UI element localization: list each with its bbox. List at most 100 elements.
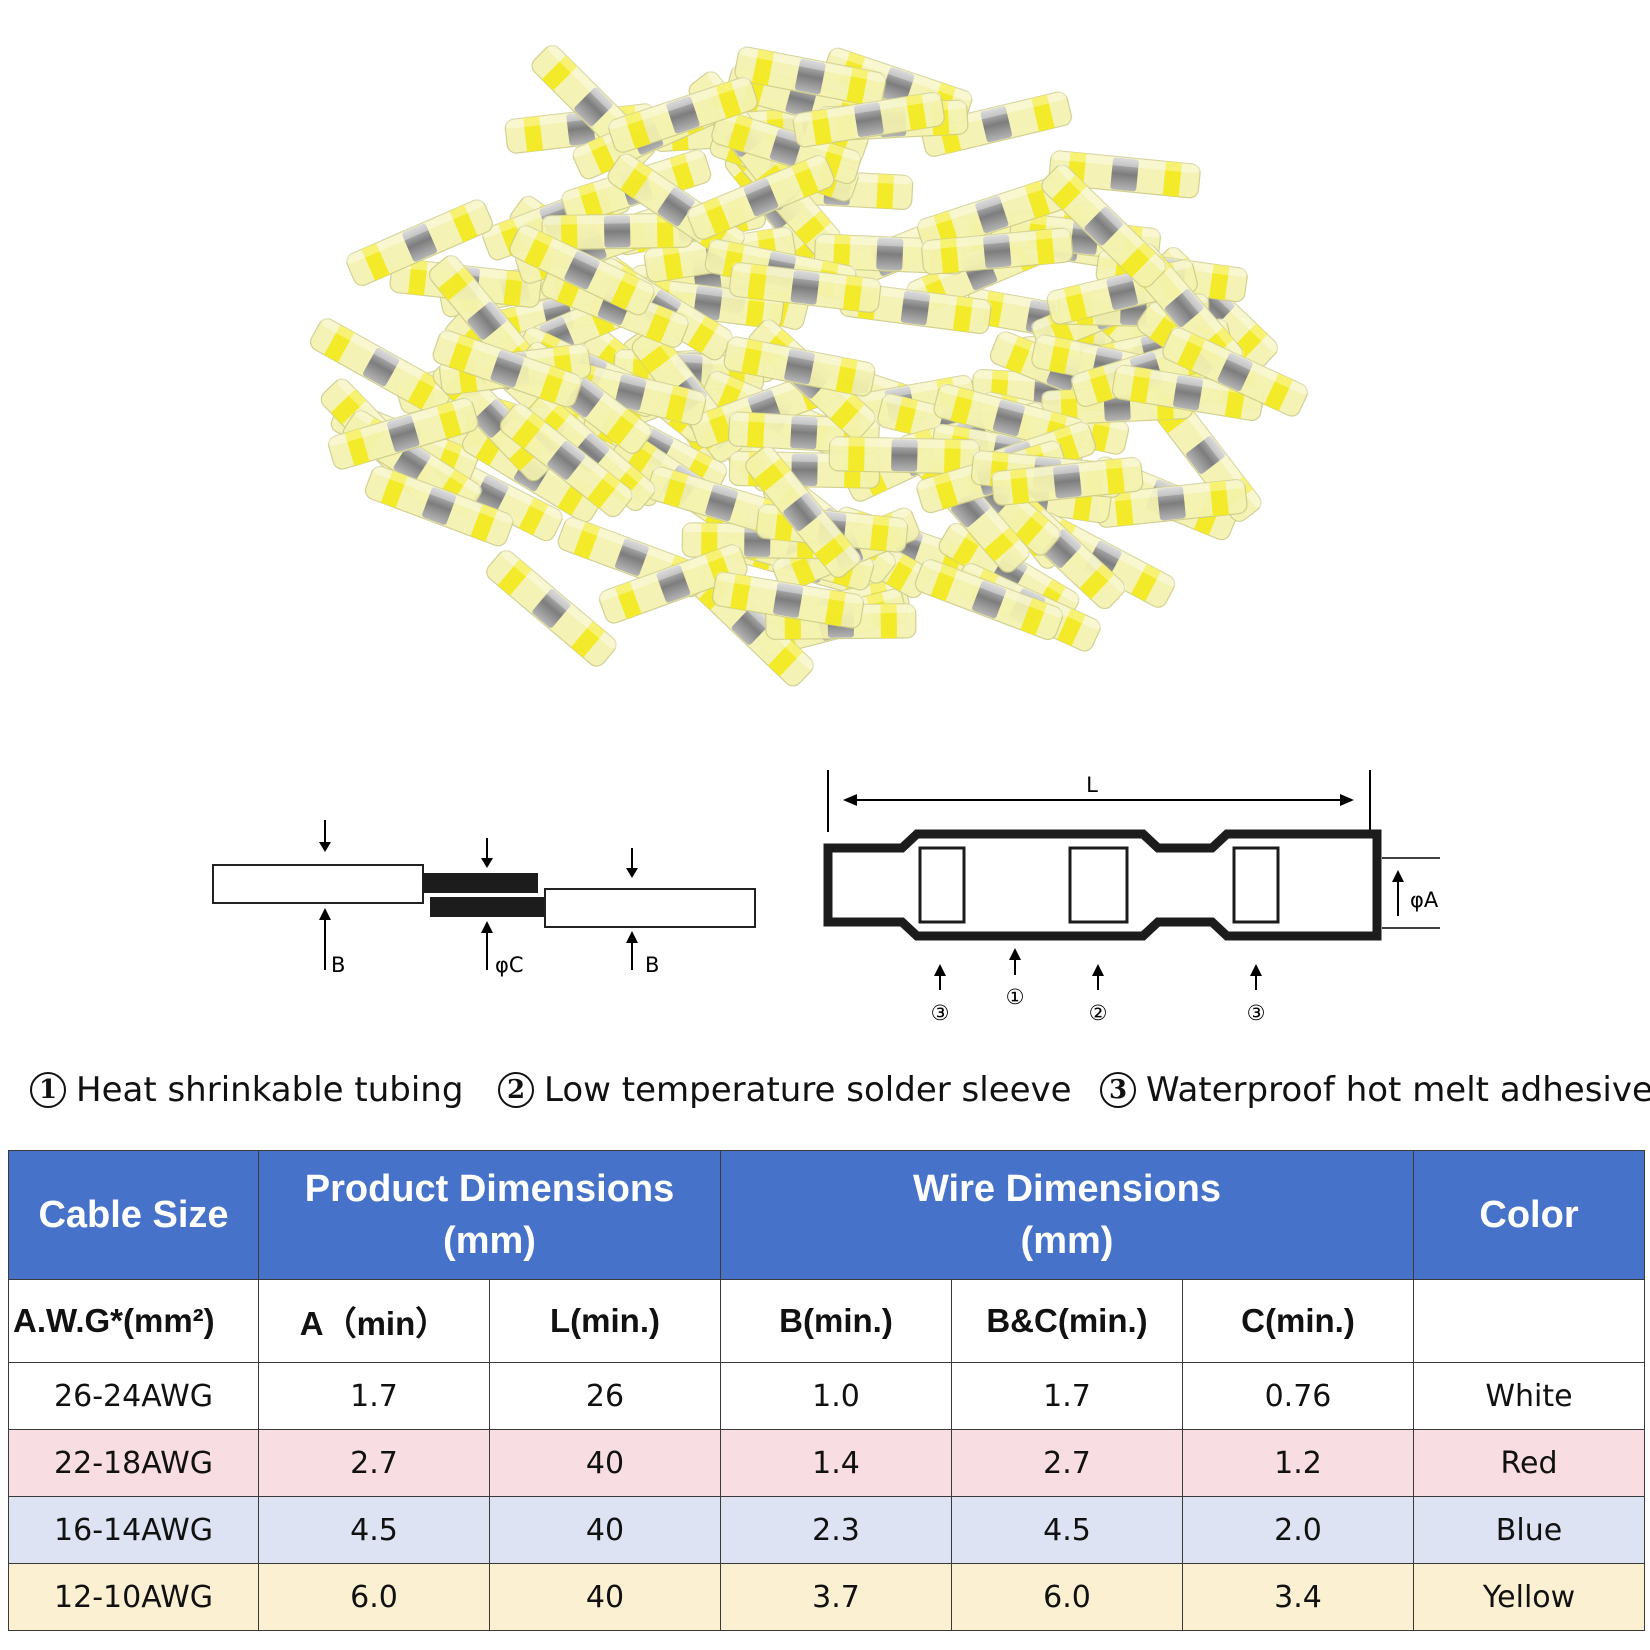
cell-c: 2.0 [1182,1496,1414,1564]
subheader-a: A（min） [258,1279,490,1363]
connector [486,549,618,667]
subheader-awg: A.W.G*(mm²) [8,1279,259,1363]
dimension-diagrams: B φC B L φA ③ ① ② [212,770,1440,1025]
cell-l: 40 [489,1496,721,1564]
product-photo [309,43,1309,687]
connector [998,487,1127,610]
label-part3-left: ③ [931,1001,950,1025]
header-wire-dimensions-title: Wire Dimensions [913,1168,1221,1210]
label-b-left: B [331,953,345,977]
legend-item-adhesive: 3 Waterproof hot melt adhesive [1100,1070,1650,1110]
wire-splice-diagram: B φC B [212,820,756,977]
cell-b: 1.0 [720,1362,952,1430]
legend-number-3: 3 [1100,1072,1136,1108]
header-color: Color [1413,1150,1645,1280]
cell-cable-size: 22-18AWG [8,1429,259,1497]
table-row: 12-10AWG 6.0 40 3.7 6.0 3.4 Yellow [8,1563,1645,1631]
connector [345,198,493,286]
label-part3-right: ③ [1247,1001,1266,1025]
connector [712,571,865,629]
connector [432,329,583,408]
header-product-dimensions-unit: (mm) [443,1220,536,1262]
table-row: 26-24AWG 1.7 26 1.0 1.7 0.76 White [8,1362,1645,1430]
cell-color: Yellow [1413,1563,1645,1631]
cell-bc: 1.7 [951,1362,1183,1430]
table-header-row: Cable Size Product Dimensions (mm) Wire … [8,1150,1645,1280]
cell-bc: 2.7 [951,1429,1183,1497]
subheader-c: C(min.) [1182,1279,1414,1363]
table-subheader-row: A.W.G*(mm²) A（min） L(min.) B(min.) B&C(m… [8,1279,1645,1363]
label-part2: ② [1089,1001,1108,1025]
label-part1: ① [1006,985,1025,1009]
connector [914,558,1064,641]
legend-text-3: Waterproof hot melt adhesive [1146,1070,1650,1110]
header-wire-dimensions-unit: (mm) [1020,1220,1114,1262]
connector [828,436,981,475]
cell-l: 40 [489,1563,721,1631]
subheader-b: B(min.) [720,1279,952,1363]
cell-b: 3.7 [720,1563,952,1631]
legend-text-1: Heat shrinkable tubing [76,1070,464,1110]
cell-cable-size: 16-14AWG [8,1496,259,1564]
cell-b: 1.4 [720,1429,952,1497]
cell-color: Blue [1413,1496,1645,1564]
connector [1111,364,1265,422]
cell-color: Red [1413,1429,1645,1497]
connector [1162,326,1309,417]
cell-a: 4.5 [258,1496,490,1564]
cell-b: 2.3 [720,1496,952,1564]
label-diameter: φA [1410,888,1439,912]
connector [921,227,1074,275]
connector [792,91,945,148]
connector [745,445,862,578]
table-row: 16-14AWG 4.5 40 2.3 4.5 2.0 Blue [8,1496,1645,1564]
legend-text-2: Low temperature solder sleeve [544,1070,1072,1110]
label-c: φC [495,953,524,977]
cell-c: 0.76 [1182,1362,1414,1430]
subheader-l: L(min.) [489,1279,721,1363]
connector [1041,163,1168,288]
subheader-bc: B&C(min.) [951,1279,1183,1363]
connector [598,543,748,624]
header-wire-dimensions: Wire Dimensions (mm) [720,1150,1414,1280]
table-row: 22-18AWG 2.7 40 1.4 2.7 1.2 Red [8,1429,1645,1497]
header-product-dimensions: Product Dimensions (mm) [258,1150,721,1280]
legend-item-solder-sleeve: 2 Low temperature solder sleeve [498,1070,1072,1110]
connector [723,336,876,397]
connector-cross-section: L φA ③ ① ② ③ [823,770,1440,1025]
connector [686,154,835,240]
connector [525,393,657,512]
cell-bc: 4.5 [951,1496,1183,1564]
parts-legend: 1 Heat shrinkable tubing 2 Low temperatu… [0,1060,1650,1130]
legend-number-1: 1 [30,1072,66,1108]
cell-c: 3.4 [1182,1563,1414,1631]
cell-l: 40 [489,1429,721,1497]
header-cable-size: Cable Size [8,1150,259,1280]
subheader-color [1413,1279,1645,1363]
cell-bc: 6.0 [951,1563,1183,1631]
connector [729,262,882,313]
legend-item-heat-shrink: 1 Heat shrinkable tubing [30,1070,463,1110]
connector-pile [309,43,1309,687]
cell-a: 1.7 [258,1362,490,1430]
header-product-dimensions-title: Product Dimensions [304,1168,675,1210]
cell-l: 26 [489,1362,721,1430]
connector [541,212,693,251]
connector [327,397,479,470]
cell-cable-size: 12-10AWG [8,1563,259,1631]
legend-number-2: 2 [498,1072,534,1108]
connector [991,457,1144,506]
cell-c: 1.2 [1182,1429,1414,1497]
spec-table: Cable Size Product Dimensions (mm) Wire … [8,1150,1645,1631]
cell-color: White [1413,1362,1645,1430]
connector [499,402,634,518]
cell-a: 2.7 [258,1429,490,1497]
connector [364,465,514,547]
connector [509,224,656,316]
label-length: L [1086,773,1098,797]
connector [607,76,758,153]
label-b-right: B [645,953,659,977]
connector [734,46,887,107]
cell-a: 6.0 [258,1563,490,1631]
cell-cable-size: 26-24AWG [8,1362,259,1430]
